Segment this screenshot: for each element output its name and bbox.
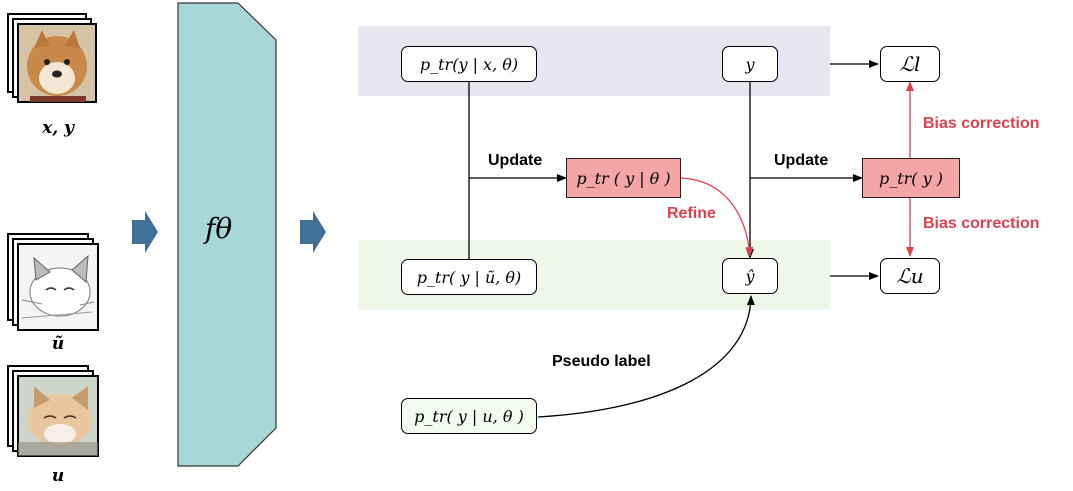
- pseudo-label-node: ŷ: [722, 258, 778, 294]
- strong-prediction-node: p_tr( y | u, θ ): [401, 398, 537, 434]
- prior-node: p_tr( y ): [862, 158, 960, 198]
- prior-theta-node: p_tr ( y | θ ): [566, 158, 681, 198]
- labeled-prediction-node: p_tr(y | x, θ): [401, 46, 537, 82]
- refine-label: Refine: [667, 205, 716, 222]
- true-label-node: y: [722, 46, 778, 82]
- labeled-input-label: x, y: [42, 118, 74, 138]
- bias-correction-bottom-label: Bias correction: [923, 215, 1040, 232]
- input-arrow-icon: [132, 211, 158, 253]
- edge-pseudo-label: [537, 295, 755, 418]
- unlabeled-loss-node: ℒu: [880, 258, 940, 294]
- weak-input-label: ũ: [51, 334, 65, 354]
- strong-input-label: u: [51, 466, 65, 486]
- labeled-loss-node: ℒl: [880, 46, 940, 82]
- weak-prediction-node: p_tr( y | ũ, θ): [401, 259, 537, 295]
- model-label: fθ: [205, 212, 233, 245]
- model-block: [177, 2, 277, 467]
- labeled-image-stack: [7, 13, 97, 103]
- edge-refine: [680, 177, 754, 257]
- weak-image-stack: [7, 233, 99, 331]
- update-label-1: Update: [488, 152, 543, 169]
- output-arrow-icon: [300, 211, 326, 253]
- strong-image-stack: [7, 365, 99, 457]
- bias-correction-top-label: Bias correction: [923, 115, 1040, 132]
- pseudo-label-text: Pseudo label: [552, 353, 651, 370]
- update-label-2: Update: [774, 152, 829, 169]
